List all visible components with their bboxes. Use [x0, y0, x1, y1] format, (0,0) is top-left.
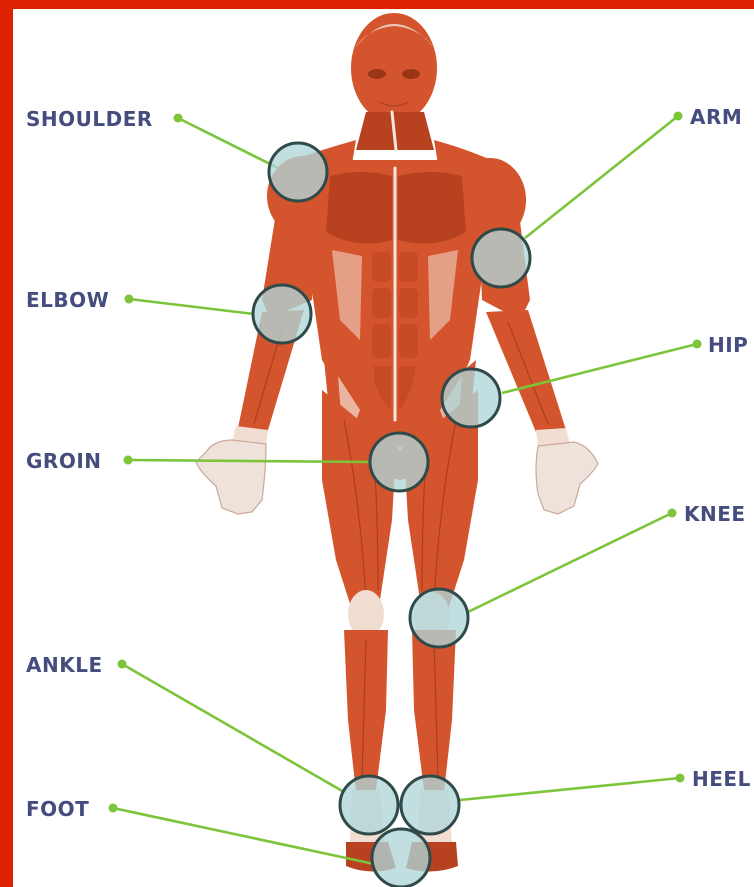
- shoulder-marker: [269, 143, 327, 201]
- groin-dot: [124, 456, 133, 465]
- ankle-dot: [118, 660, 127, 669]
- foot-dot: [109, 804, 118, 813]
- hip-dot: [693, 340, 702, 349]
- elbow-dot: [125, 295, 134, 304]
- ankle-leader-line: [122, 664, 344, 792]
- arm-leader-line: [525, 116, 678, 238]
- elbow-marker: [253, 285, 311, 343]
- knee-label: KNEE: [684, 502, 746, 526]
- frame-border-left: [0, 0, 13, 887]
- arm-label: ARM: [690, 105, 742, 129]
- groin-marker: [370, 433, 428, 491]
- shoulder-leader-line: [178, 118, 278, 168]
- ankle-label: ANKLE: [26, 653, 103, 677]
- heel-leader-line: [460, 778, 680, 800]
- elbow-label: ELBOW: [26, 288, 109, 312]
- knee-marker: [410, 589, 468, 647]
- heel-dot: [676, 774, 685, 783]
- foot-leader-line: [113, 808, 374, 864]
- elbow-leader-line: [129, 299, 254, 314]
- hip-marker: [442, 369, 500, 427]
- frame-border-top: [0, 0, 754, 9]
- knee-leader-line: [468, 513, 672, 612]
- ankle-marker: [340, 776, 398, 834]
- arm-marker: [472, 229, 530, 287]
- hip-label: HIP: [708, 333, 748, 357]
- heel-marker: [401, 776, 459, 834]
- knee-dot: [668, 509, 677, 518]
- shoulder-dot: [174, 114, 183, 123]
- heel-label: HEEL: [692, 767, 751, 791]
- shoulder-label: SHOULDER: [26, 107, 153, 131]
- foot-label: FOOT: [26, 797, 89, 821]
- foot-marker: [372, 829, 430, 887]
- groin-label: GROIN: [26, 449, 102, 473]
- arm-dot: [674, 112, 683, 121]
